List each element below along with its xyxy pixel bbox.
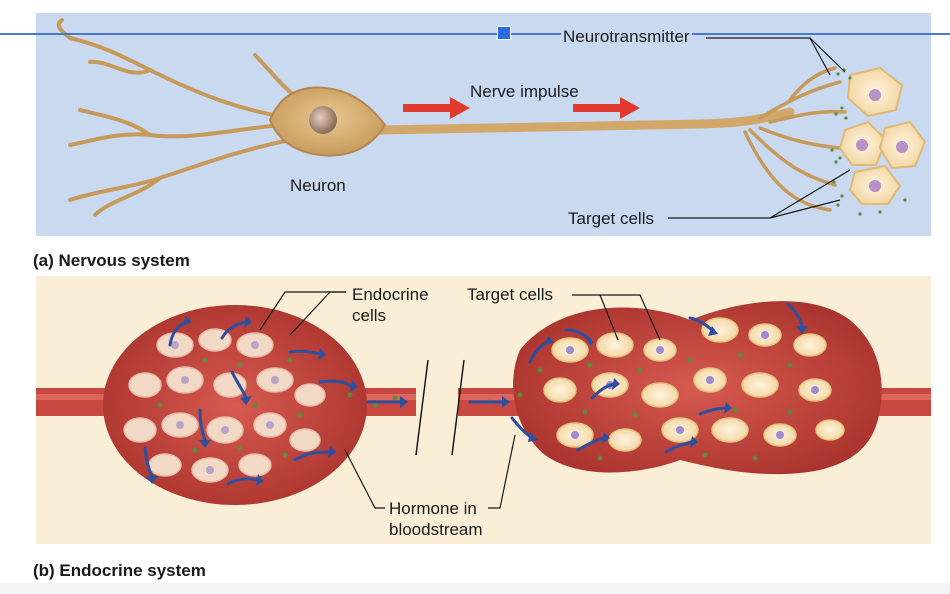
hormone-label-line2: bloodstream (389, 520, 483, 539)
hormone-label-line1: Hormone in (389, 499, 477, 518)
bottom-strip (0, 583, 950, 594)
endocrine-gland (103, 305, 367, 505)
neurotransmitter-dots (830, 68, 907, 216)
target-cells-label-b: Target cells (467, 285, 553, 304)
hormone-dots (157, 352, 793, 461)
impulse-arrows (403, 97, 640, 119)
selection-handle[interactable] (497, 26, 511, 40)
target-cells-label-a: Target cells (568, 209, 654, 228)
flow-arrowheads (146, 316, 808, 486)
target-cells-a (838, 66, 927, 205)
neurotransmitter-label: Neurotransmitter (561, 26, 692, 47)
target-tissue (513, 301, 882, 475)
leader-lines-b (259, 291, 661, 509)
caption-nervous-system: (a) Nervous system (33, 251, 190, 270)
neuron (56, 18, 847, 217)
nerve-impulse-label: Nerve impulse (470, 82, 579, 101)
neuron-label: Neuron (290, 176, 346, 195)
vessel-break (415, 359, 465, 456)
caption-endocrine-system: (b) Endocrine system (33, 561, 206, 580)
selection-guide-line (0, 33, 950, 35)
endocrine-cells-label-line2: cells (352, 306, 387, 325)
endocrine-cells-label-line1: Endocrine (352, 285, 429, 304)
leader-lines-a (668, 37, 851, 219)
